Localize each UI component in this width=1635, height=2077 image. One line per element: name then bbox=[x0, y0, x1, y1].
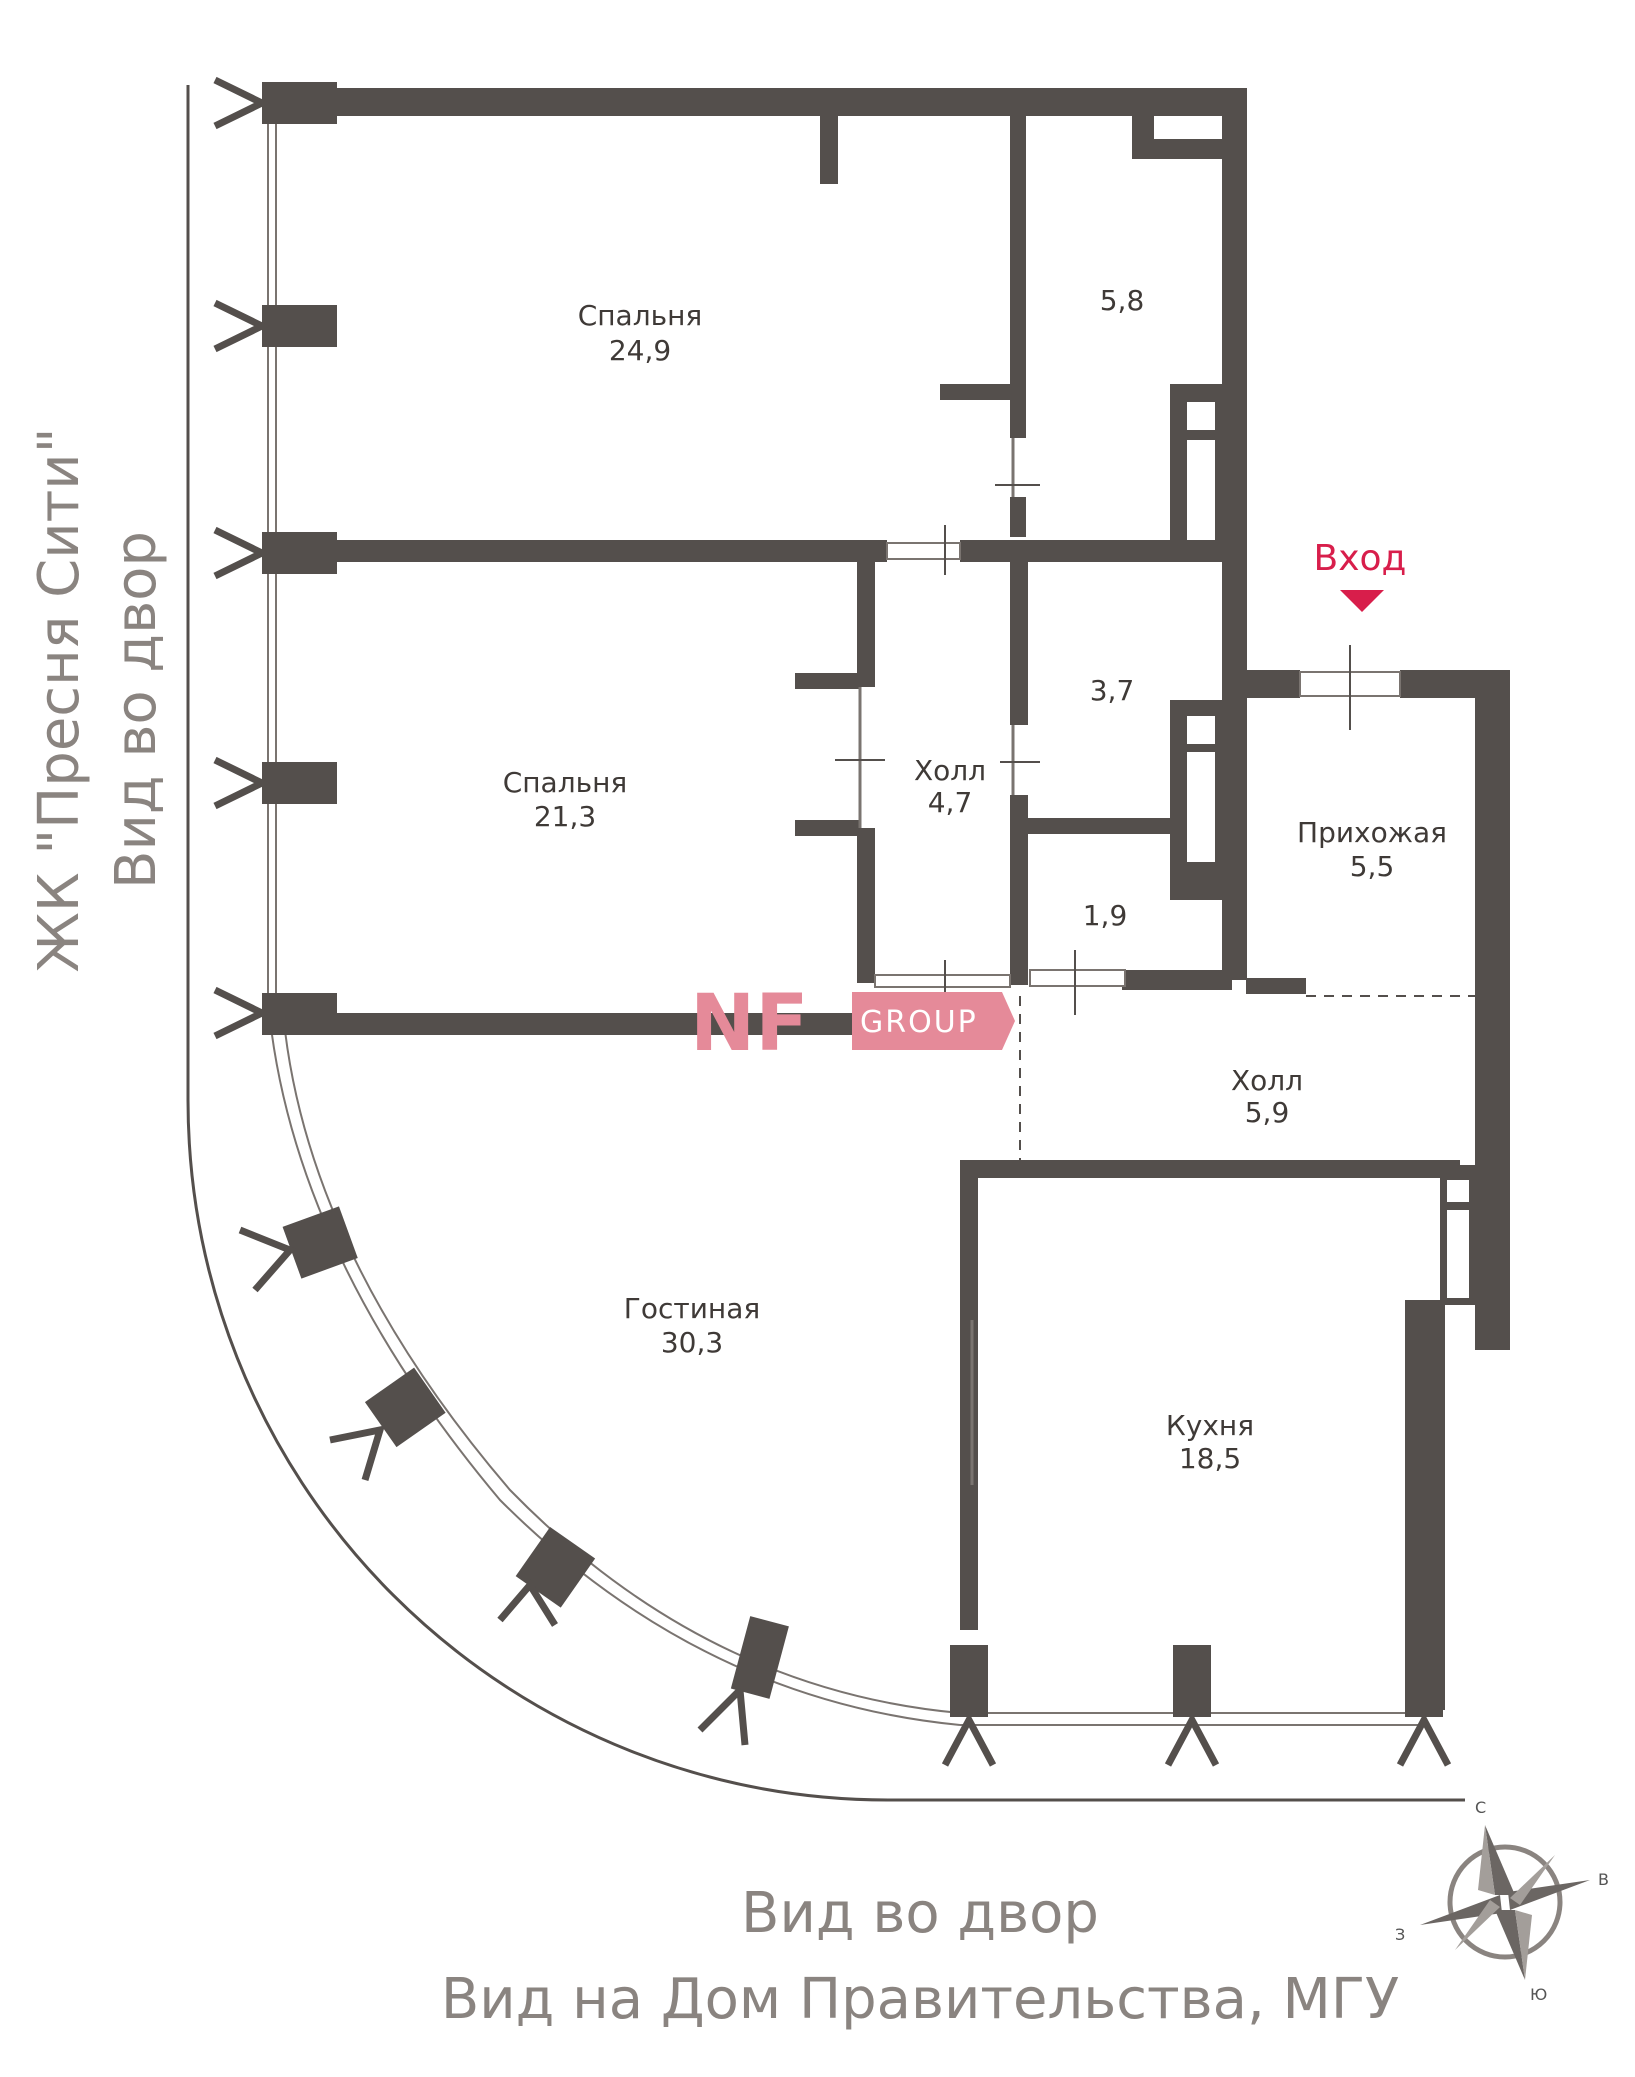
room19-area: 1,9 bbox=[1083, 899, 1128, 932]
bedroom2-area: 21,3 bbox=[534, 800, 596, 833]
left-view-line2: Вид во двор bbox=[104, 531, 169, 889]
living-area: 30,3 bbox=[661, 1326, 723, 1359]
watermark-brand: NF bbox=[690, 979, 809, 1069]
bedroom1-area: 24,9 bbox=[609, 334, 671, 367]
kitchen-name: Кухня bbox=[1166, 1409, 1254, 1442]
doors bbox=[835, 438, 1401, 1485]
watermark-suffix: GROUP bbox=[860, 1005, 978, 1040]
column-markers bbox=[213, 76, 1452, 1767]
kitchen-area: 18,5 bbox=[1179, 1442, 1241, 1475]
view-captions: ЖК "Пресня Сити" Вид во двор Вид во двор… bbox=[27, 428, 1399, 2032]
hall1-area: 4,7 bbox=[928, 786, 973, 819]
zone-lines bbox=[1019, 995, 1475, 1160]
left-view-line1: ЖК "Пресня Сити" bbox=[27, 428, 92, 973]
walls bbox=[262, 82, 1510, 1717]
bottom-view-line1: Вид во двор bbox=[741, 1881, 1099, 1946]
room58-area: 5,8 bbox=[1100, 284, 1145, 317]
room-labels: Спальня 24,9 5,8 Спальня 21,3 Холл 4,7 3… bbox=[503, 284, 1447, 1475]
hall1-name: Холл bbox=[914, 754, 986, 787]
bedroom2-name: Спальня bbox=[503, 766, 628, 799]
compass-rose-icon: С В Ю З bbox=[1395, 1798, 1609, 2004]
compass-east: В bbox=[1598, 1870, 1609, 1889]
bedroom1-name: Спальня bbox=[578, 299, 703, 332]
watermark-logo: NF GROUP bbox=[690, 979, 1015, 1069]
hall2-area: 5,9 bbox=[1245, 1096, 1290, 1129]
compass-south: Ю bbox=[1530, 1985, 1547, 2004]
entrance-arrow-icon bbox=[1340, 590, 1384, 612]
hall2-name: Холл bbox=[1231, 1064, 1303, 1097]
curved-window bbox=[267, 999, 961, 1726]
compass-west: З bbox=[1395, 1925, 1405, 1944]
entrance-label: Вход bbox=[1314, 538, 1407, 579]
prihozhaya-name: Прихожая bbox=[1297, 816, 1447, 849]
prihozhaya-area: 5,5 bbox=[1350, 850, 1395, 883]
entrance-marker: Вход bbox=[1314, 538, 1407, 612]
compass-north: С bbox=[1475, 1798, 1486, 1817]
bottom-view-line2: Вид на Дом Правительства, МГУ bbox=[441, 1967, 1399, 2032]
living-name: Гостиная bbox=[624, 1292, 760, 1325]
room37-area: 3,7 bbox=[1090, 674, 1135, 707]
site-boundary-line bbox=[186, 85, 1465, 1802]
